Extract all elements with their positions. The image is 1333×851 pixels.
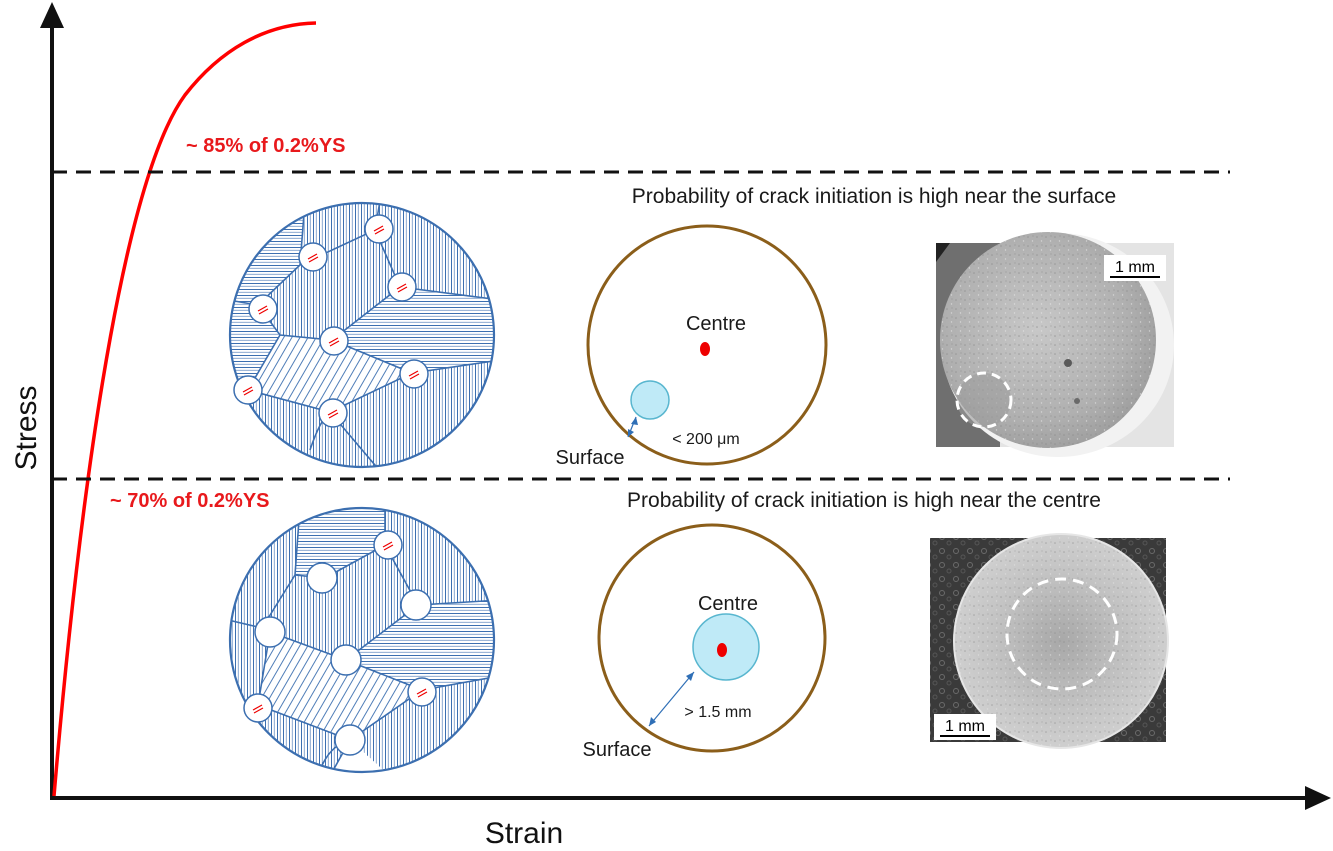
fractograph-bottom: 1 mm bbox=[930, 533, 1169, 749]
surface-label-top: Surface bbox=[556, 447, 625, 469]
axes: Strain Stress bbox=[10, 2, 1331, 850]
initiation-zone-top bbox=[630, 380, 670, 420]
scale-bar-label-bottom: 1 mm bbox=[945, 718, 985, 735]
surface-label-bottom: Surface bbox=[583, 739, 652, 761]
x-axis-arrowhead bbox=[1305, 786, 1331, 810]
threshold-label-70: ~ 70% of 0.2%YS bbox=[110, 490, 270, 512]
distance-arrow-bottom bbox=[648, 671, 695, 727]
distance-label-bottom: > 1.5 mm bbox=[684, 704, 751, 721]
initiation-marker-bottom bbox=[1005, 577, 1119, 691]
specimen-outline-bottom bbox=[597, 523, 827, 753]
x-axis-title: Strain bbox=[485, 817, 563, 846]
distance-label-top: < 200 μm bbox=[672, 431, 739, 448]
microstructure-schematic-bottom bbox=[228, 506, 496, 774]
specimen-outline-top bbox=[586, 224, 828, 466]
caption-high-stress: Probability of crack initiation is high … bbox=[632, 185, 1116, 208]
microstructure-schematic-top bbox=[228, 201, 496, 469]
specimen-schematic-bottom: Centre > 1.5 mm Surface bbox=[583, 523, 827, 761]
centre-label-top: Centre bbox=[686, 313, 746, 335]
y-axis-arrowhead bbox=[40, 2, 64, 28]
centre-dot-bottom bbox=[717, 643, 727, 657]
centre-dot-top bbox=[700, 342, 710, 356]
scale-bar-label-top: 1 mm bbox=[1115, 259, 1155, 276]
centre-label-bottom: Centre bbox=[698, 593, 758, 615]
specimen-schematic-top: Centre < 200 μm Surface bbox=[556, 224, 828, 469]
initiation-marker-top bbox=[955, 371, 1013, 429]
threshold-label-85: ~ 85% of 0.2%YS bbox=[186, 135, 346, 157]
y-axis-title: Stress bbox=[10, 385, 43, 470]
caption-low-stress: Probability of crack initiation is high … bbox=[627, 489, 1101, 512]
fractograph-top: 1 mm bbox=[936, 232, 1174, 457]
